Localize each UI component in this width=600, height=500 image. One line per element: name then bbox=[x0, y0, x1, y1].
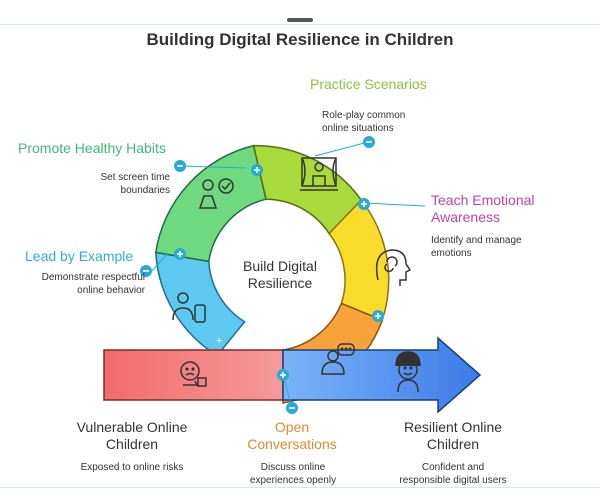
stage-emotional-title: Teach Emotional Awareness bbox=[431, 192, 535, 226]
stage-lead-desc-line-2: online behavior bbox=[77, 285, 145, 296]
person-checkmark-icon bbox=[198, 178, 234, 209]
stage-conversations-title-line-1: Open bbox=[274, 419, 310, 435]
head-emotions-icon bbox=[375, 249, 412, 286]
stage-lead-desc-line-1: Demonstrate respectful bbox=[41, 272, 145, 283]
top-divider bbox=[0, 24, 600, 25]
stage-conversations-desc-line-2: experiences openly bbox=[249, 475, 337, 486]
stage-emotional-title-line-2: Awareness bbox=[431, 209, 501, 225]
top-drag-handle[interactable] bbox=[287, 18, 313, 22]
stage-habits-title: Promote Healthy Habits bbox=[18, 140, 166, 156]
ring-segment-habits bbox=[154, 144, 267, 263]
happy-child-icon bbox=[395, 351, 421, 393]
end-description: Confident and responsible digital users bbox=[383, 461, 523, 487]
stage-conversations-description: Discuss online experiences openly bbox=[238, 461, 348, 487]
stage-emotional-title-line-1: Teach Emotional bbox=[431, 192, 535, 208]
diagram-title: Building Digital Resilience in Children bbox=[146, 30, 454, 49]
stage-practice-desc-line-2: online situations bbox=[322, 123, 394, 134]
center-line-1: Build Digital bbox=[243, 258, 317, 274]
stage-conversations-title: Open Conversations bbox=[244, 419, 340, 453]
end-desc-line-2: responsible digital users bbox=[399, 475, 507, 486]
bottom-divider bbox=[0, 487, 600, 488]
conversation-icon bbox=[321, 343, 355, 375]
stage-emotional-desc-line-2: emotions bbox=[431, 248, 472, 259]
start-title-line-1: Vulnerable Online bbox=[76, 419, 188, 435]
stage-emotional-desc-line-1: Identify and manage bbox=[431, 235, 522, 246]
stage-practice-title: Practice Scenarios bbox=[310, 76, 427, 92]
arrow-end-segment bbox=[282, 336, 482, 414]
stage-lead-title: Lead by Example bbox=[25, 248, 134, 264]
end-title: Resilient Online Children bbox=[383, 419, 523, 453]
center-line-2: Resilience bbox=[247, 275, 313, 291]
start-title-line-2: Children bbox=[105, 436, 159, 452]
stage-habits-description: Set screen time boundaries bbox=[55, 171, 170, 197]
stage-emotional-description: Identify and manage emotions bbox=[431, 234, 551, 260]
end-desc-line-1: Confident and bbox=[421, 462, 485, 473]
start-title: Vulnerable Online Children bbox=[62, 419, 202, 453]
start-description: Exposed to online risks bbox=[80, 462, 184, 473]
person-tablet-icon bbox=[172, 292, 206, 323]
center-label: Build Digital Resilience bbox=[230, 258, 330, 292]
stage-conversations-title-line-2: Conversations bbox=[247, 436, 337, 452]
end-title-line-2: Children bbox=[426, 436, 480, 452]
minus-marks bbox=[143, 141, 372, 409]
stage-practice-description: Role-play common online situations bbox=[322, 109, 432, 135]
theater-stage-icon bbox=[300, 157, 338, 191]
worried-child-icon bbox=[180, 361, 207, 387]
small-plus: + bbox=[216, 335, 222, 347]
stage-habits-desc-line-2: boundaries bbox=[120, 185, 170, 196]
stage-practice-desc-line-1: Role-play common bbox=[322, 110, 406, 121]
stage-habits-desc-line-1: Set screen time bbox=[100, 172, 170, 183]
plus-marks bbox=[177, 167, 381, 378]
end-title-line-1: Resilient Online bbox=[403, 419, 503, 435]
stage-lead-description: Demonstrate respectful online behavior bbox=[25, 271, 145, 297]
stage-conversations-desc-line-1: Discuss online bbox=[260, 462, 326, 473]
